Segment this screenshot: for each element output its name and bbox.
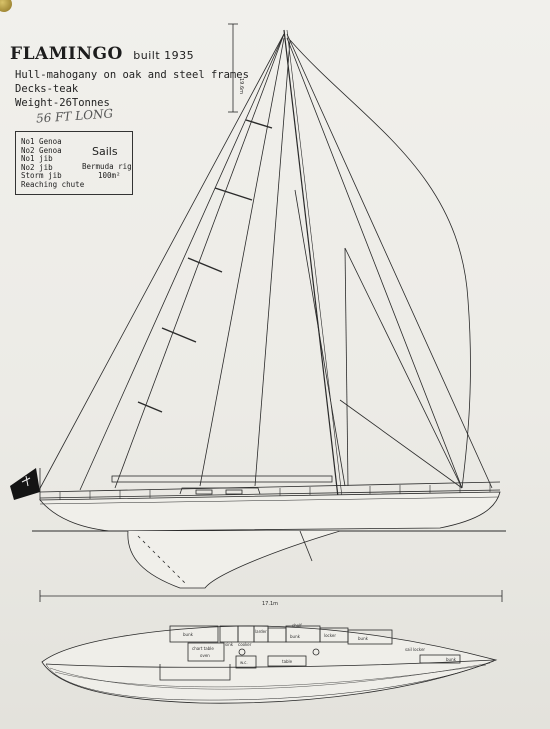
spec-decks: Decks-teak: [15, 83, 79, 95]
sail-item: No2 Genoa: [21, 145, 62, 155]
cabin-window: [225, 489, 243, 495]
hull-profile: [39, 491, 501, 532]
room-chart-table: [187, 642, 225, 662]
plan-label-cooker: cooker: [238, 642, 252, 647]
plan-label-wc: w.c.: [240, 660, 248, 665]
plan-label-larder: larder: [255, 629, 267, 634]
plan-label-sail-locker: sail locker: [405, 647, 425, 652]
sail-item: Storm jib: [21, 171, 62, 180]
deck-rail-top: [39, 481, 501, 493]
batten: [187, 257, 223, 273]
keel: [127, 530, 341, 589]
batten: [161, 327, 197, 343]
mast: [283, 29, 339, 498]
cockpit: [159, 664, 231, 681]
boat-title: FLAMINGO built 1935: [10, 44, 194, 64]
deck-planking: [45, 660, 495, 701]
galley-sink: [238, 648, 246, 656]
hatch: [312, 648, 320, 656]
spec-hull: Hull-mahogany on oak and steel frames: [15, 69, 249, 81]
plan-label-locker: locker: [324, 633, 336, 638]
sail-item: Reaching chute: [21, 179, 85, 189]
ensign-flag: [10, 468, 41, 500]
plan-label-shelf: shelf: [292, 623, 302, 628]
mast-back: [286, 29, 343, 498]
sail-item: No1 Genoa: [21, 137, 62, 146]
rig-type: Bermuda rig: [82, 162, 132, 171]
sails-heading: Sails: [92, 145, 118, 158]
sail-inner-line: [344, 247, 349, 487]
plan-label-bunk: bunk: [183, 632, 194, 637]
jib-stay: [114, 33, 285, 489]
sail-inventory-list: No1 Genoa No2 Genoa No1 jib No2 jib Stor…: [21, 137, 85, 189]
boat-name: FLAMINGO: [10, 44, 123, 64]
cabin-window: [195, 489, 213, 495]
room-bunk-3: [347, 629, 393, 645]
plan-label-bunk: bunk: [446, 657, 457, 662]
room-bunk-4: [419, 654, 461, 664]
genoa-leech-2: [254, 39, 291, 487]
genoa-leech: [199, 37, 285, 487]
sail-item: No2 jib: [21, 162, 53, 172]
sheer-line: [39, 496, 499, 505]
plan-label-bunk: bunk: [290, 634, 301, 639]
plan-label-oven: oven: [200, 653, 210, 658]
plan-label-bunk: bunk: [358, 636, 369, 641]
batten: [245, 119, 273, 129]
plan-label-sink: sink: [225, 642, 234, 647]
length-label: 17.1m: [262, 601, 278, 607]
headstay: [37, 33, 285, 493]
built-year: built 1935: [133, 49, 195, 62]
rudder-line: [299, 530, 313, 562]
mainsail-leech: [286, 37, 463, 489]
deck-planking: [49, 662, 491, 690]
deck-rail-mid: [39, 489, 501, 499]
deck-planking: [54, 664, 487, 688]
room-wc: [235, 655, 257, 669]
forestay-inner: [79, 33, 285, 491]
sail-item: No1 jib: [21, 154, 53, 163]
boom: [111, 475, 333, 483]
sails-box: No1 Genoa No2 Genoa No1 jib No2 jib Stor…: [15, 131, 133, 195]
plan-label-chart-table: chart table: [192, 646, 214, 651]
keel-bolt-line: [137, 535, 187, 585]
sail-inner-line: [339, 399, 463, 489]
room-bunk-1: [169, 625, 219, 643]
pushpin: [0, 0, 12, 12]
spec-weight: Weight-26Tonnes: [15, 97, 110, 109]
room-table: [267, 655, 307, 667]
sail-inner-line: [344, 247, 463, 489]
sail-area: 100m²: [98, 171, 121, 180]
backstay: [286, 33, 493, 489]
reaching-chute-outline: [289, 39, 471, 489]
batten: [214, 187, 253, 201]
plan-label-table: table: [282, 659, 293, 664]
batten: [137, 401, 163, 413]
deck-centerline: [45, 659, 495, 668]
deck-plan-outline: [41, 625, 498, 704]
sail-inner-line: [294, 189, 346, 487]
mast-height-label: 19.6m: [238, 78, 244, 94]
